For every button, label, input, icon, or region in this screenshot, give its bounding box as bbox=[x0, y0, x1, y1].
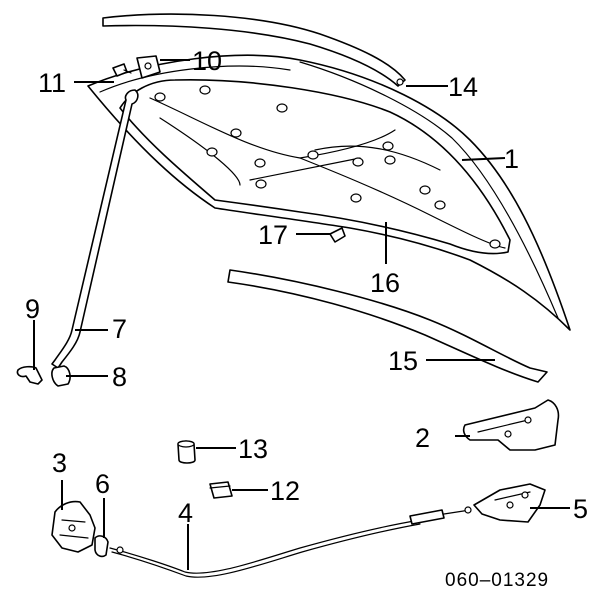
callout-8: 8 bbox=[112, 362, 127, 392]
callout-13: 13 bbox=[238, 434, 268, 464]
callout-15: 15 bbox=[388, 346, 418, 376]
callout-1: 1 bbox=[504, 144, 519, 174]
hood-lock-part bbox=[473, 483, 546, 523]
hood-bumper-part bbox=[177, 440, 196, 464]
insulator-clip-part bbox=[329, 227, 346, 243]
callout-labels: 1 2 3 4 5 6 7 8 9 10 11 12 13 14 15 16 1… bbox=[25, 46, 588, 591]
callout-3: 3 bbox=[52, 448, 67, 478]
callout-11: 11 bbox=[38, 68, 66, 98]
rod-clip-part bbox=[16, 365, 43, 385]
callout-12: 12 bbox=[270, 476, 300, 506]
callout-9: 9 bbox=[25, 294, 40, 324]
cable-clamp-part bbox=[94, 535, 109, 558]
rod-grommet-part bbox=[51, 365, 71, 387]
callout-17: 17 bbox=[258, 220, 288, 250]
screw-part bbox=[112, 63, 132, 77]
callout-7: 7 bbox=[112, 314, 127, 344]
callout-6: 6 bbox=[95, 469, 110, 499]
callout-4: 4 bbox=[178, 498, 193, 528]
hood-weatherstrip-part bbox=[102, 13, 406, 87]
hood-cushion-part bbox=[209, 481, 233, 499]
callout-14: 14 bbox=[448, 72, 478, 102]
callout-16: 16 bbox=[370, 268, 400, 298]
callout-2: 2 bbox=[415, 423, 430, 453]
callout-10: 10 bbox=[192, 46, 222, 76]
rod-bracket-part bbox=[136, 55, 161, 79]
hood-insulator-part bbox=[119, 79, 511, 255]
hood-hinge-part bbox=[462, 399, 560, 451]
hood-latch-part bbox=[51, 500, 96, 553]
callout-5: 5 bbox=[573, 494, 588, 524]
hood-support-rod-part bbox=[51, 89, 139, 369]
hood-seal-part bbox=[227, 269, 548, 383]
leader-lines bbox=[33, 59, 570, 570]
drawing-code: 060–01329 bbox=[445, 570, 549, 591]
release-cable-part bbox=[109, 506, 472, 578]
